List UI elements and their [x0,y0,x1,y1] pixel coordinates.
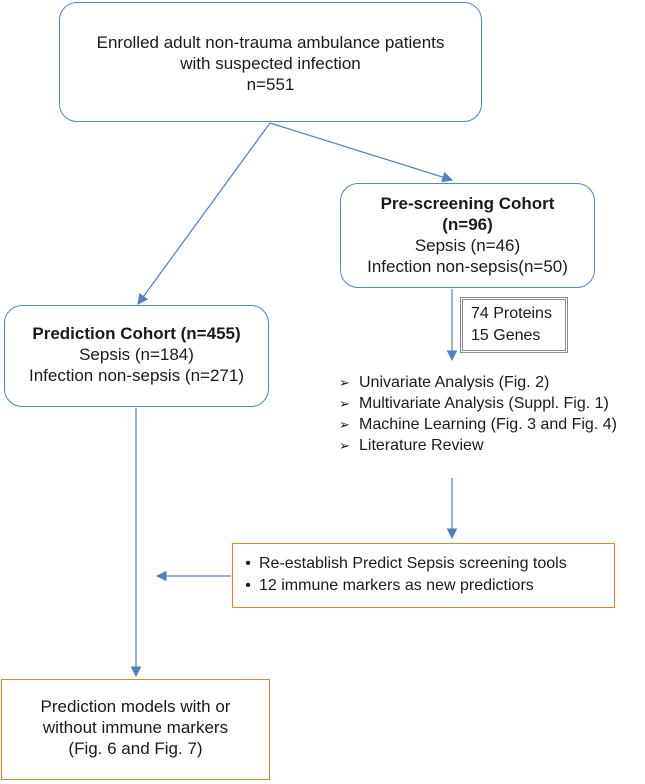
enrolled-box: Enrolled adult non-trauma ambulance pati… [59,2,482,122]
prediction-cohort-box: Prediction Cohort (n=455) Sepsis (n=184)… [4,305,269,407]
bullet-icon: • [245,555,251,572]
prescreening-nonsepsis: Infection non-sepsis(n=50) [367,257,568,276]
arrow-bullet-icon: ➢ [339,396,350,411]
analysis-multivariate: Multivariate Analysis (Suppl. Fig. 1) [359,395,609,412]
analysis-literature-review: Literature Review [359,437,484,454]
marker-panel-box: 74 Proteins 15 Genes [460,297,568,353]
list-item: ➢ Literature Review [339,435,617,456]
bullet-icon: • [245,577,251,594]
enrolled-line-1: Enrolled adult non-trauma ambulance pati… [96,33,445,52]
list-item: ➢ Multivariate Analysis (Suppl. Fig. 1) [339,393,617,414]
analyses-list: ➢ Univariate Analysis (Fig. 2) ➢ Multivari… [339,372,617,456]
reestablish-box: • Re-establish Predict Sepsis screening t… [232,543,615,608]
reestablish-tools: Re-establish Predict Sepsis screening to… [259,555,567,572]
list-item: • 12 immune markers as new predictiors [237,575,567,597]
prescreening-count: (n=96) [442,215,493,234]
arrow-enrolled-to-prediction [137,122,271,305]
enrolled-count: n=551 [246,75,295,94]
arrow-bullet-icon: ➢ [339,417,350,432]
reestablish-list: • Re-establish Predict Sepsis screening t… [237,553,567,597]
prediction-models-box: Prediction models with or without immune… [1,679,270,780]
prediction-title: Prediction Cohort (n=455) [32,324,241,343]
list-item: ➢ Machine Learning (Fig. 3 and Fig. 4) [339,414,617,435]
models-line-2: without immune markers [42,718,229,737]
prescreening-cohort-box: Pre-screening Cohort (n=96) Sepsis (n=46… [340,183,595,288]
prescreening-sepsis: Sepsis (n=46) [414,236,521,255]
analysis-machine-learning: Machine Learning (Fig. 3 and Fig. 4) [359,416,617,433]
models-line-3: (Fig. 6 and Fig. 7) [68,739,203,758]
arrow-bullet-icon: ➢ [339,375,350,390]
models-line-1: Prediction models with or [40,697,231,716]
arrow-enrolled-to-prescreening [269,122,454,183]
reestablish-markers: 12 immune markers as new predictiors [259,577,534,594]
proteins-label: 74 Proteins [471,305,552,322]
prediction-nonsepsis: Infection non-sepsis (n=271) [29,366,244,385]
arrow-bullet-icon: ➢ [339,438,350,453]
list-item: ➢ Univariate Analysis (Fig. 2) [339,372,617,393]
list-item: • Re-establish Predict Sepsis screening t… [237,553,567,575]
prediction-sepsis: Sepsis (n=184) [79,345,194,364]
genes-label: 15 Genes [471,327,541,344]
analysis-univariate: Univariate Analysis (Fig. 2) [359,374,550,391]
prescreening-title: Pre-screening Cohort [380,194,555,213]
enrolled-line-2: with suspected infection [180,54,361,73]
